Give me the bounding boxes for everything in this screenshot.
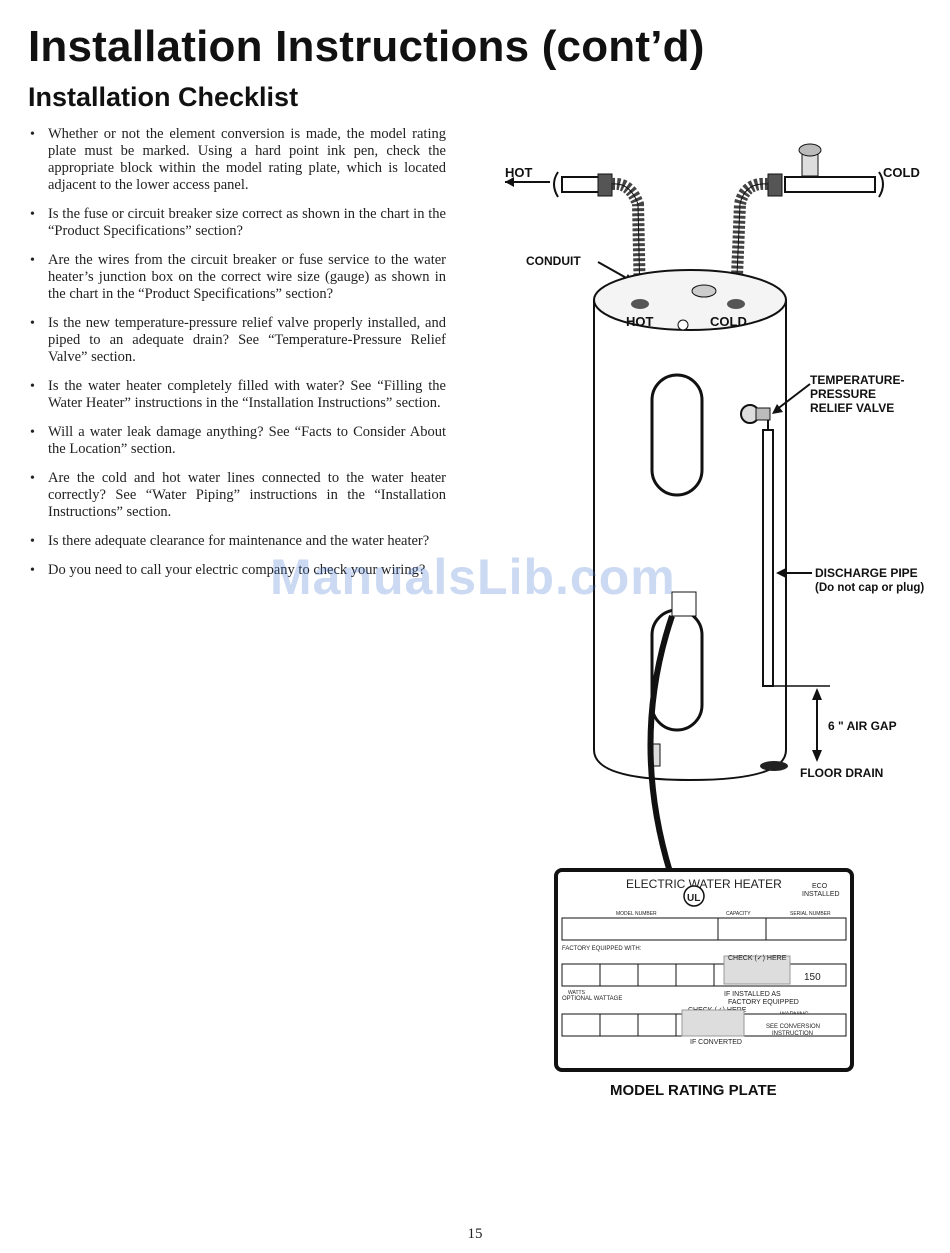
tp-label-line1: TEMPERATURE-	[810, 373, 904, 387]
checklist-item: Is there adequate clearance for maintena…	[28, 533, 446, 550]
watermark: ManualsLib.com	[270, 549, 676, 605]
svg-text:UL: UL	[687, 893, 700, 904]
checklist-item: Are the wires from the circuit breaker o…	[28, 252, 446, 303]
discharge-pipe	[762, 429, 774, 687]
page-number: 15	[467, 1226, 483, 1242]
tank-hot-label: HOT	[626, 314, 654, 329]
plate-check-here-1: CHECK (✓) HERE	[728, 955, 787, 962]
cold-label: COLD	[883, 165, 920, 180]
section-title: Installation Checklist	[28, 82, 299, 112]
checklist-item: Is the water heater completely filled wi…	[28, 378, 446, 412]
plate-see-conversion: SEE CONVERSION	[766, 1024, 820, 1030]
air-gap-label: 6 " AIR GAP	[828, 719, 897, 733]
water-heater-tank: HOT COLD	[593, 269, 787, 782]
checklist-item: Will a water leak damage anything? See “…	[28, 424, 446, 458]
floor-drain	[760, 761, 788, 771]
plate-if-installed-as: IF INSTALLED AS	[724, 991, 781, 998]
water-heater-diagram: HOT COLD CONDUIT HOT COLD TEMPERATURE- P…	[505, 143, 924, 1099]
tp-relief-valve	[740, 404, 771, 438]
upper-access-panel	[650, 373, 704, 497]
hot-pipe	[553, 171, 646, 301]
plate-installed: INSTALLED	[802, 891, 840, 898]
plate-model-number: MODEL NUMBER	[616, 911, 657, 917]
plate-eco: ECO	[812, 883, 828, 890]
checklist-item: Are the cold and hot water lines connect…	[28, 470, 446, 521]
checklist-item: Whether or not the element conversion is…	[28, 126, 446, 194]
plate-factory-equipped: FACTORY EQUIPPED	[728, 999, 799, 1006]
discharge-label: DISCHARGE PIPE	[815, 566, 918, 580]
checklist-item: Do you need to call your electric compan…	[28, 562, 446, 579]
plate-capacity: CAPACITY	[726, 911, 751, 917]
tank-cold-label: COLD	[710, 314, 747, 329]
model-rating-plate: ELECTRIC WATER HEATER ECO INSTALLED UL M…	[554, 868, 854, 1072]
cold-pipe	[730, 143, 884, 301]
plate-optional-wattage: OPTIONAL WATTAGE	[562, 996, 622, 1002]
tp-label-line3: RELIEF VALVE	[810, 401, 894, 415]
rating-plate-location	[671, 591, 697, 617]
checklist-item: Is the new temperature-pressure relief v…	[28, 315, 446, 366]
plate-serial-number: SERIAL NUMBER	[790, 911, 831, 917]
plate-value-150: 150	[804, 972, 821, 983]
hot-label: HOT	[505, 165, 533, 180]
tp-label-line2: PRESSURE	[810, 387, 876, 401]
installation-checklist: Whether or not the element conversion is…	[28, 126, 446, 591]
plate-instruction: INSTRUCTION	[772, 1031, 813, 1037]
floor-drain-label: FLOOR DRAIN	[800, 766, 883, 780]
plate-factory-equipped-with: FACTORY EQUIPPED WITH:	[562, 946, 642, 952]
conduit-label: CONDUIT	[526, 254, 581, 268]
discharge-note: (Do not cap or plug)	[815, 582, 924, 594]
checklist-item: Is the fuse or circuit breaker size corr…	[28, 206, 446, 240]
plate-title: ELECTRIC WATER HEATER	[626, 877, 782, 891]
plate-if-converted: IF CONVERTED	[690, 1039, 742, 1046]
page-title: Installation Instructions (cont’d)	[28, 22, 705, 71]
plate-watts: WATTS	[568, 990, 586, 996]
plate-caption: MODEL RATING PLATE	[610, 1082, 777, 1099]
